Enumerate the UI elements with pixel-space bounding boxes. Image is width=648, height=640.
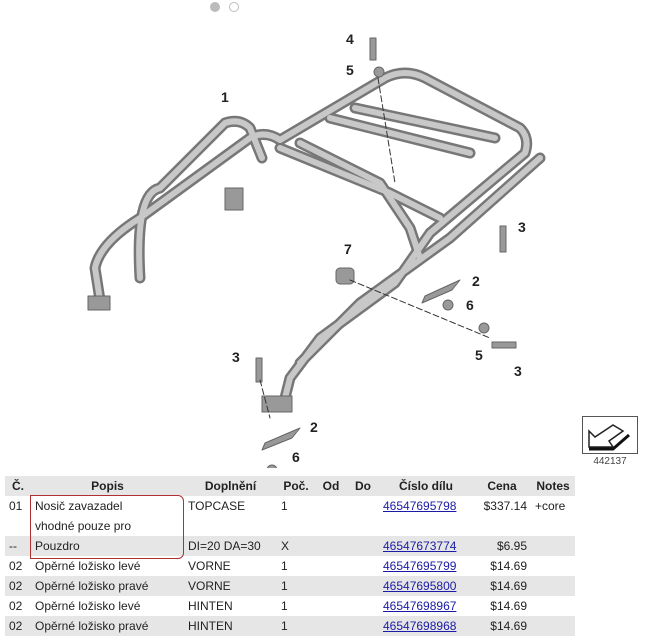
col-quantity: Poč. [277, 476, 315, 496]
row-price: $14.69 [490, 559, 527, 573]
luggage-rack-drawing [87, 37, 546, 468]
table-row: 01 Nosič zavazadel vhodné pouze pro TOPCA… [5, 496, 575, 536]
row-price: $14.69 [490, 599, 527, 613]
callout-labels: 1 2 2 3 3 3 4 5 5 6 6 7 [221, 31, 526, 465]
row-description: Opěrné ložisko pravé [31, 576, 184, 596]
table-row: 02 Opěrné ložisko levé VORNE 1 465476957… [5, 556, 575, 576]
row-from [315, 496, 347, 536]
col-from: Od [315, 476, 347, 496]
col-part-number: Číslo dílu [379, 476, 473, 496]
row-price: $14.69 [473, 616, 531, 636]
table-row: -- Pouzdro DI=20 DA=30 X 46547673774 $6.… [5, 536, 575, 556]
row-supplement: VORNE [184, 576, 277, 596]
col-supplement: Doplnění [184, 476, 277, 496]
carousel-dot-2[interactable] [229, 2, 239, 12]
callout-2b: 2 [310, 419, 318, 435]
row-notes [531, 596, 575, 616]
table-row: 02 Opěrné ložisko pravé HINTEN 1 4654769… [5, 616, 575, 636]
row-to [347, 556, 379, 576]
callout-4: 4 [346, 31, 354, 47]
part-number-link[interactable]: 46547695798 [383, 499, 457, 513]
row-no: 02 [5, 576, 31, 596]
part-number-link[interactable]: 46547698967 [383, 599, 457, 613]
desc-line-2: vhodné pouze pro [35, 519, 132, 533]
row-supplement: TOPCASE [188, 499, 246, 513]
desc-line-1: Nosič zavazadel [35, 499, 123, 513]
row-no: -- [5, 536, 31, 556]
row-description: Pouzdro [31, 536, 184, 556]
callout-3b: 3 [232, 349, 240, 365]
row-quantity: 1 [277, 616, 315, 636]
row-price: $14.69 [473, 576, 531, 596]
row-from [315, 536, 347, 556]
row-to [347, 576, 379, 596]
row-description: Opěrné ložisko levé [35, 599, 141, 613]
diagram-navigation-button[interactable] [582, 416, 638, 454]
part-number-link[interactable]: 46547695799 [383, 559, 457, 573]
row-supplement: HINTEN [184, 616, 277, 636]
row-no: 02 [5, 616, 31, 636]
row-quantity: 1 [281, 599, 288, 613]
col-notes: Notes [531, 476, 575, 496]
row-from [315, 556, 347, 576]
row-price: $337.14 [483, 499, 527, 513]
row-notes [531, 576, 575, 596]
row-price: $6.95 [473, 536, 531, 556]
row-quantity: 1 [281, 499, 288, 513]
callout-5b: 5 [475, 347, 483, 363]
row-quantity: 1 [281, 559, 288, 573]
row-notes: +core [535, 499, 566, 513]
callout-3c: 3 [514, 363, 522, 379]
part-number-link[interactable]: 46547698968 [383, 619, 457, 633]
row-quantity: 1 [277, 576, 315, 596]
row-description: Nosič zavazadel vhodné pouze pro [31, 496, 184, 536]
col-price: Cena [473, 476, 531, 496]
row-no: 02 [9, 599, 23, 613]
row-quantity: X [277, 536, 315, 556]
diagram-reference-number: 442137 [593, 456, 627, 467]
row-to [347, 536, 379, 556]
carousel-dots [210, 2, 239, 12]
parts-diagram: 1 2 2 3 3 3 4 5 5 6 6 7 [87, 31, 546, 468]
table-row: 02 Opěrné ložisko levé HINTEN 1 46547698… [5, 596, 575, 616]
row-description: Opěrné ložisko pravé [31, 616, 184, 636]
parts-table: Č. Popis Doplnění Poč. Od Do Číslo dílu … [5, 476, 575, 636]
part-number-link[interactable]: 46547695800 [383, 579, 457, 593]
callout-1: 1 [221, 89, 229, 105]
row-from [315, 596, 347, 616]
row-no: 01 [9, 499, 23, 513]
arrow-down-left-icon [588, 424, 630, 451]
callout-6b: 6 [292, 449, 300, 465]
row-no: 02 [9, 559, 23, 573]
row-supplement: DI=20 DA=30 [184, 536, 277, 556]
row-notes [531, 616, 575, 636]
row-to [347, 616, 379, 636]
callout-6: 6 [466, 297, 474, 313]
row-to [347, 496, 379, 536]
col-to: Do [347, 476, 379, 496]
col-description: Popis [31, 476, 184, 496]
callout-5: 5 [346, 62, 354, 78]
callout-3: 3 [518, 219, 526, 235]
callout-2: 2 [472, 273, 480, 289]
carousel-dot-1[interactable] [210, 2, 220, 12]
row-to [347, 596, 379, 616]
row-supplement: HINTEN [188, 599, 233, 613]
part-number-link[interactable]: 46547673774 [383, 539, 457, 553]
row-supplement: VORNE [188, 559, 231, 573]
row-from [315, 616, 347, 636]
row-description: Opěrné ložisko levé [35, 559, 141, 573]
row-notes [531, 556, 575, 576]
callout-7: 7 [344, 241, 352, 257]
table-header-row: Č. Popis Doplnění Poč. Od Do Číslo dílu … [5, 476, 575, 496]
col-no: Č. [5, 476, 31, 496]
row-notes [531, 536, 575, 556]
table-row: 02 Opěrné ložisko pravé VORNE 1 46547695… [5, 576, 575, 596]
row-from [315, 576, 347, 596]
